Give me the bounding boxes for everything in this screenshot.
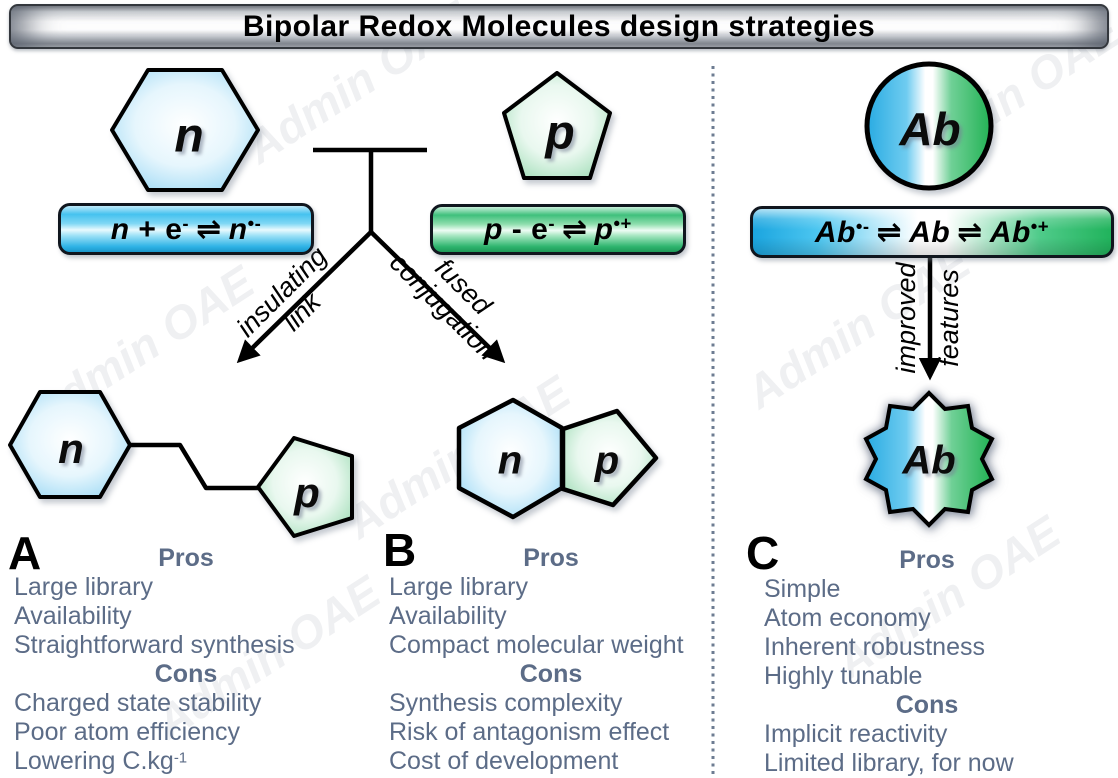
insulating-link-bond [130, 442, 258, 491]
cons-heading: Cons [895, 691, 959, 719]
con-item: Charged state stability [14, 689, 262, 717]
p-equation: p - e-⇌p•+ [484, 212, 632, 246]
ab-circle-shape [864, 61, 994, 191]
con-item: Lowering C.kg-1 [14, 747, 188, 775]
cons-heading: Cons [154, 660, 218, 688]
figure-title: Bipolar Redox Molecules design strategie… [242, 9, 876, 43]
structure-b-pentagon [560, 408, 659, 508]
con-item: Cost of development [389, 747, 619, 775]
n-equation-pill: n + e-⇌n•- [58, 203, 314, 255]
pentagon-p-letter: p [545, 106, 575, 160]
label-a: A [8, 527, 42, 579]
ab-equation-pill: Ab•-⇌Ab⇌Ab•+ [750, 206, 1114, 258]
t-connector-line [313, 147, 427, 232]
label-c: C [746, 527, 780, 579]
features-label: features [934, 269, 964, 367]
improved-label: improved [891, 261, 921, 373]
con-item: Risk of antagonism effect [389, 718, 670, 746]
ab-starburst-shape [863, 390, 995, 528]
hexagon-n-letter: n [174, 109, 204, 163]
label-b: B [383, 524, 417, 576]
ab-star-letter: Ab [902, 438, 956, 483]
con-item: Implicit reactivity [764, 720, 948, 748]
insulating-link-arrow [236, 230, 373, 364]
n-equation: n + e-⇌n•- [110, 212, 262, 246]
pro-item: Simple [764, 575, 841, 603]
p-equation-pill: p - e-⇌p•+ [430, 204, 686, 255]
ab-circle-letter: Ab [899, 103, 961, 155]
pros-heading: Pros [523, 544, 579, 572]
structure-b-p-letter: p [594, 438, 620, 483]
pro-item: Highly tunable [764, 662, 923, 690]
pro-item: Availability [14, 602, 132, 630]
hexagon-n-shape [110, 68, 260, 192]
pro-item: Atom economy [764, 604, 931, 632]
pros-heading: Pros [158, 544, 214, 572]
con-item: Poor atom efficiency [14, 718, 241, 746]
column-b: Pros Large library Availability Compact … [383, 544, 719, 776]
column-c: Pros Simple Atom economy Inherent robust… [748, 546, 1106, 778]
insulating-label: insulating [231, 241, 333, 343]
structure-a-n-letter: n [58, 425, 84, 472]
cons-heading: Cons [519, 660, 583, 688]
con-item: Synthesis complexity [389, 689, 623, 717]
con-item: Limited library, for now [764, 749, 1014, 777]
ab-equation: Ab•-⇌Ab⇌Ab•+ [814, 215, 1050, 249]
structure-b-n-letter: n [497, 438, 523, 483]
structure-a-pentagon [256, 436, 354, 538]
title-banner: Bipolar Redox Molecules design strategie… [9, 4, 1109, 49]
column-a: Pros Large library Availability Straight… [8, 544, 364, 776]
pentagon-p-shape [502, 71, 612, 180]
fused-conjugation-arrow [369, 230, 506, 364]
structure-a-p-letter: p [294, 469, 320, 516]
pros-heading: Pros [899, 546, 955, 574]
pro-item: Large library [389, 573, 528, 601]
pro-item: Inherent robustness [764, 633, 985, 661]
pro-item: Availability [389, 602, 507, 630]
pro-item: Large library [14, 573, 153, 601]
pro-item: Compact molecular weight [389, 631, 684, 659]
pro-item: Straightforward synthesis [14, 631, 295, 659]
